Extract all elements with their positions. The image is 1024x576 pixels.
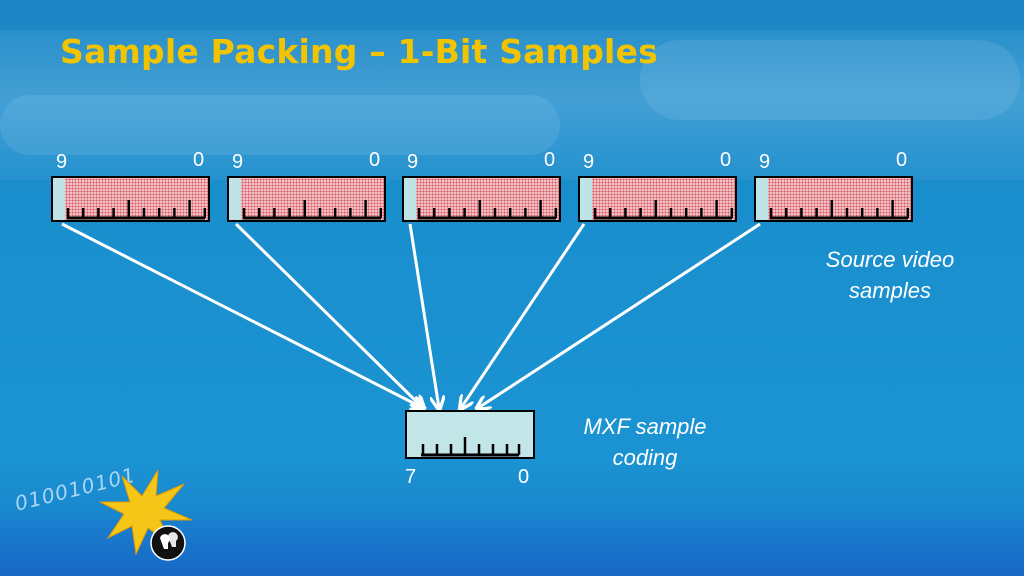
- mxf-register: [405, 410, 535, 459]
- register-lsb-label: 0: [369, 149, 381, 171]
- register-msb-cell: [404, 178, 416, 220]
- register-msb-label: 9: [232, 151, 244, 173]
- register-data-cells: [241, 178, 384, 220]
- arrow-4: [461, 223, 586, 408]
- source-caption-line2: samples: [849, 278, 931, 303]
- register-lsb-label: 0: [720, 149, 732, 171]
- mxf-msb-label: 7: [405, 466, 417, 488]
- register-msb-cell: [53, 178, 65, 220]
- slide-title: Sample Packing – 1-Bit Samples: [60, 32, 658, 71]
- register-data-cells: [768, 178, 911, 220]
- arrow-3: [408, 223, 439, 408]
- source-caption: Source video samples: [790, 244, 990, 306]
- register-msb-label: 9: [759, 151, 771, 173]
- register-msb-label: 9: [407, 151, 419, 173]
- register-data-cells: [592, 178, 735, 220]
- register-ticks: [769, 200, 910, 220]
- mxf-caption: MXF sample coding: [555, 411, 735, 473]
- background-blob: [0, 95, 560, 155]
- source-register: [227, 176, 386, 222]
- register-data-cells: [65, 178, 208, 220]
- register-ticks: [242, 200, 383, 220]
- source-caption-line1: Source video: [825, 247, 955, 272]
- arrow-2: [234, 222, 423, 408]
- register-data-cells: [416, 178, 559, 220]
- source-register: [578, 176, 737, 222]
- register-lsb-label: 0: [544, 149, 556, 171]
- register-lsb-label: 0: [193, 149, 205, 171]
- register-lsb-label: 0: [896, 149, 908, 171]
- background-band: [0, 30, 1024, 180]
- mxf-caption-line2: coding: [612, 445, 678, 470]
- starburst-icon: [99, 469, 193, 556]
- pbs-logo: 010010101: [12, 463, 193, 561]
- register-ticks: [593, 200, 734, 220]
- register-msb-cell: [580, 178, 592, 220]
- register-msb-cell: [756, 178, 768, 220]
- register-msb-label: 9: [583, 151, 595, 173]
- mxf-register-body: [407, 412, 533, 457]
- register-msb-cell: [229, 178, 241, 220]
- arrow-5: [478, 222, 761, 408]
- register-ticks: [66, 200, 207, 220]
- source-register: [402, 176, 561, 222]
- arrow-1: [61, 222, 423, 408]
- background-blob: [640, 40, 1020, 120]
- source-register: [51, 176, 210, 222]
- register-ticks: [417, 200, 558, 220]
- source-register: [754, 176, 913, 222]
- mxf-register-ticks: [421, 437, 521, 457]
- register-msb-label: 9: [56, 151, 68, 173]
- mxf-lsb-label: 0: [518, 466, 530, 488]
- mxf-caption-line1: MXF sample: [583, 414, 707, 439]
